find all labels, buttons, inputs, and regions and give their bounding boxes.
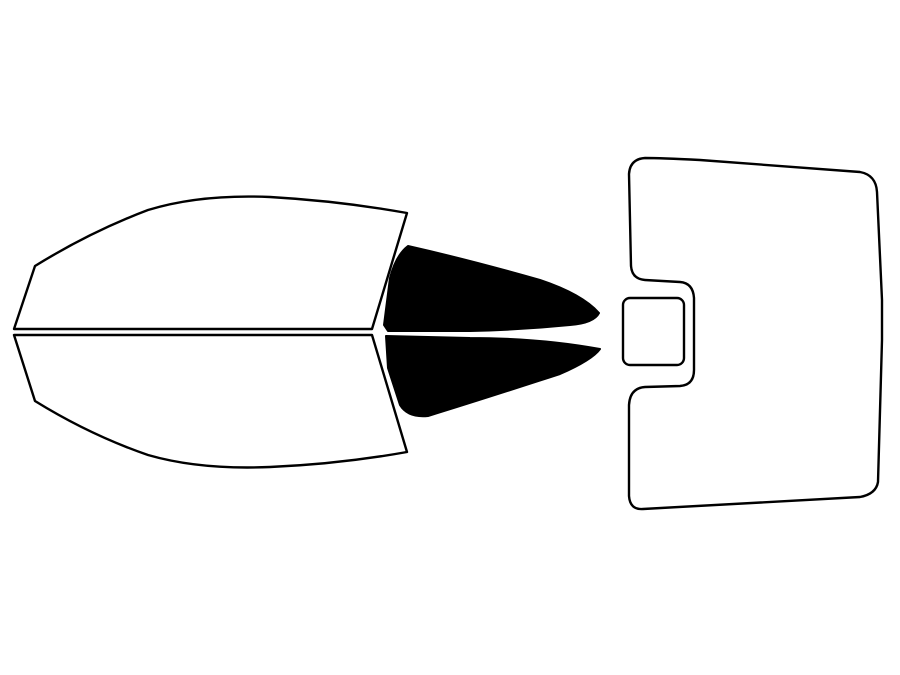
center-brake-light-cutout bbox=[621, 296, 686, 367]
rear-quarter-window-lower bbox=[385, 335, 601, 418]
rear-windshield bbox=[627, 156, 884, 511]
rear-quarter-window-upper bbox=[383, 245, 600, 332]
front-door-window-upper bbox=[12, 195, 409, 331]
front-door-window-lower bbox=[12, 333, 409, 469]
